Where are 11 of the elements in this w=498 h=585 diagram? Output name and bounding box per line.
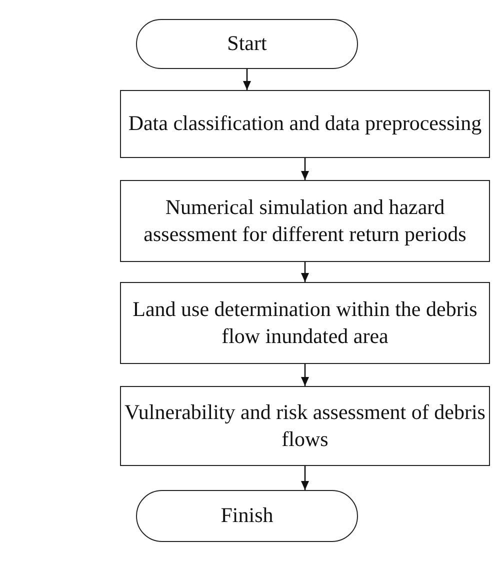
process-box: Numerical simulation and hazard assessment for different return periods <box>120 180 490 262</box>
terminal-box: Start <box>136 19 358 69</box>
process-box: Vulnerability and risk assessment of debris flows <box>120 386 490 466</box>
process-box: Land use determination within the debris flow inundated area <box>120 282 490 364</box>
arrow <box>243 69 251 90</box>
arrow <box>301 158 309 180</box>
process-box: Data classification and data preprocessing <box>120 90 490 158</box>
arrow <box>301 262 309 282</box>
arrow <box>301 364 309 386</box>
arrow <box>301 466 309 490</box>
terminal-box: Finish <box>136 490 358 542</box>
